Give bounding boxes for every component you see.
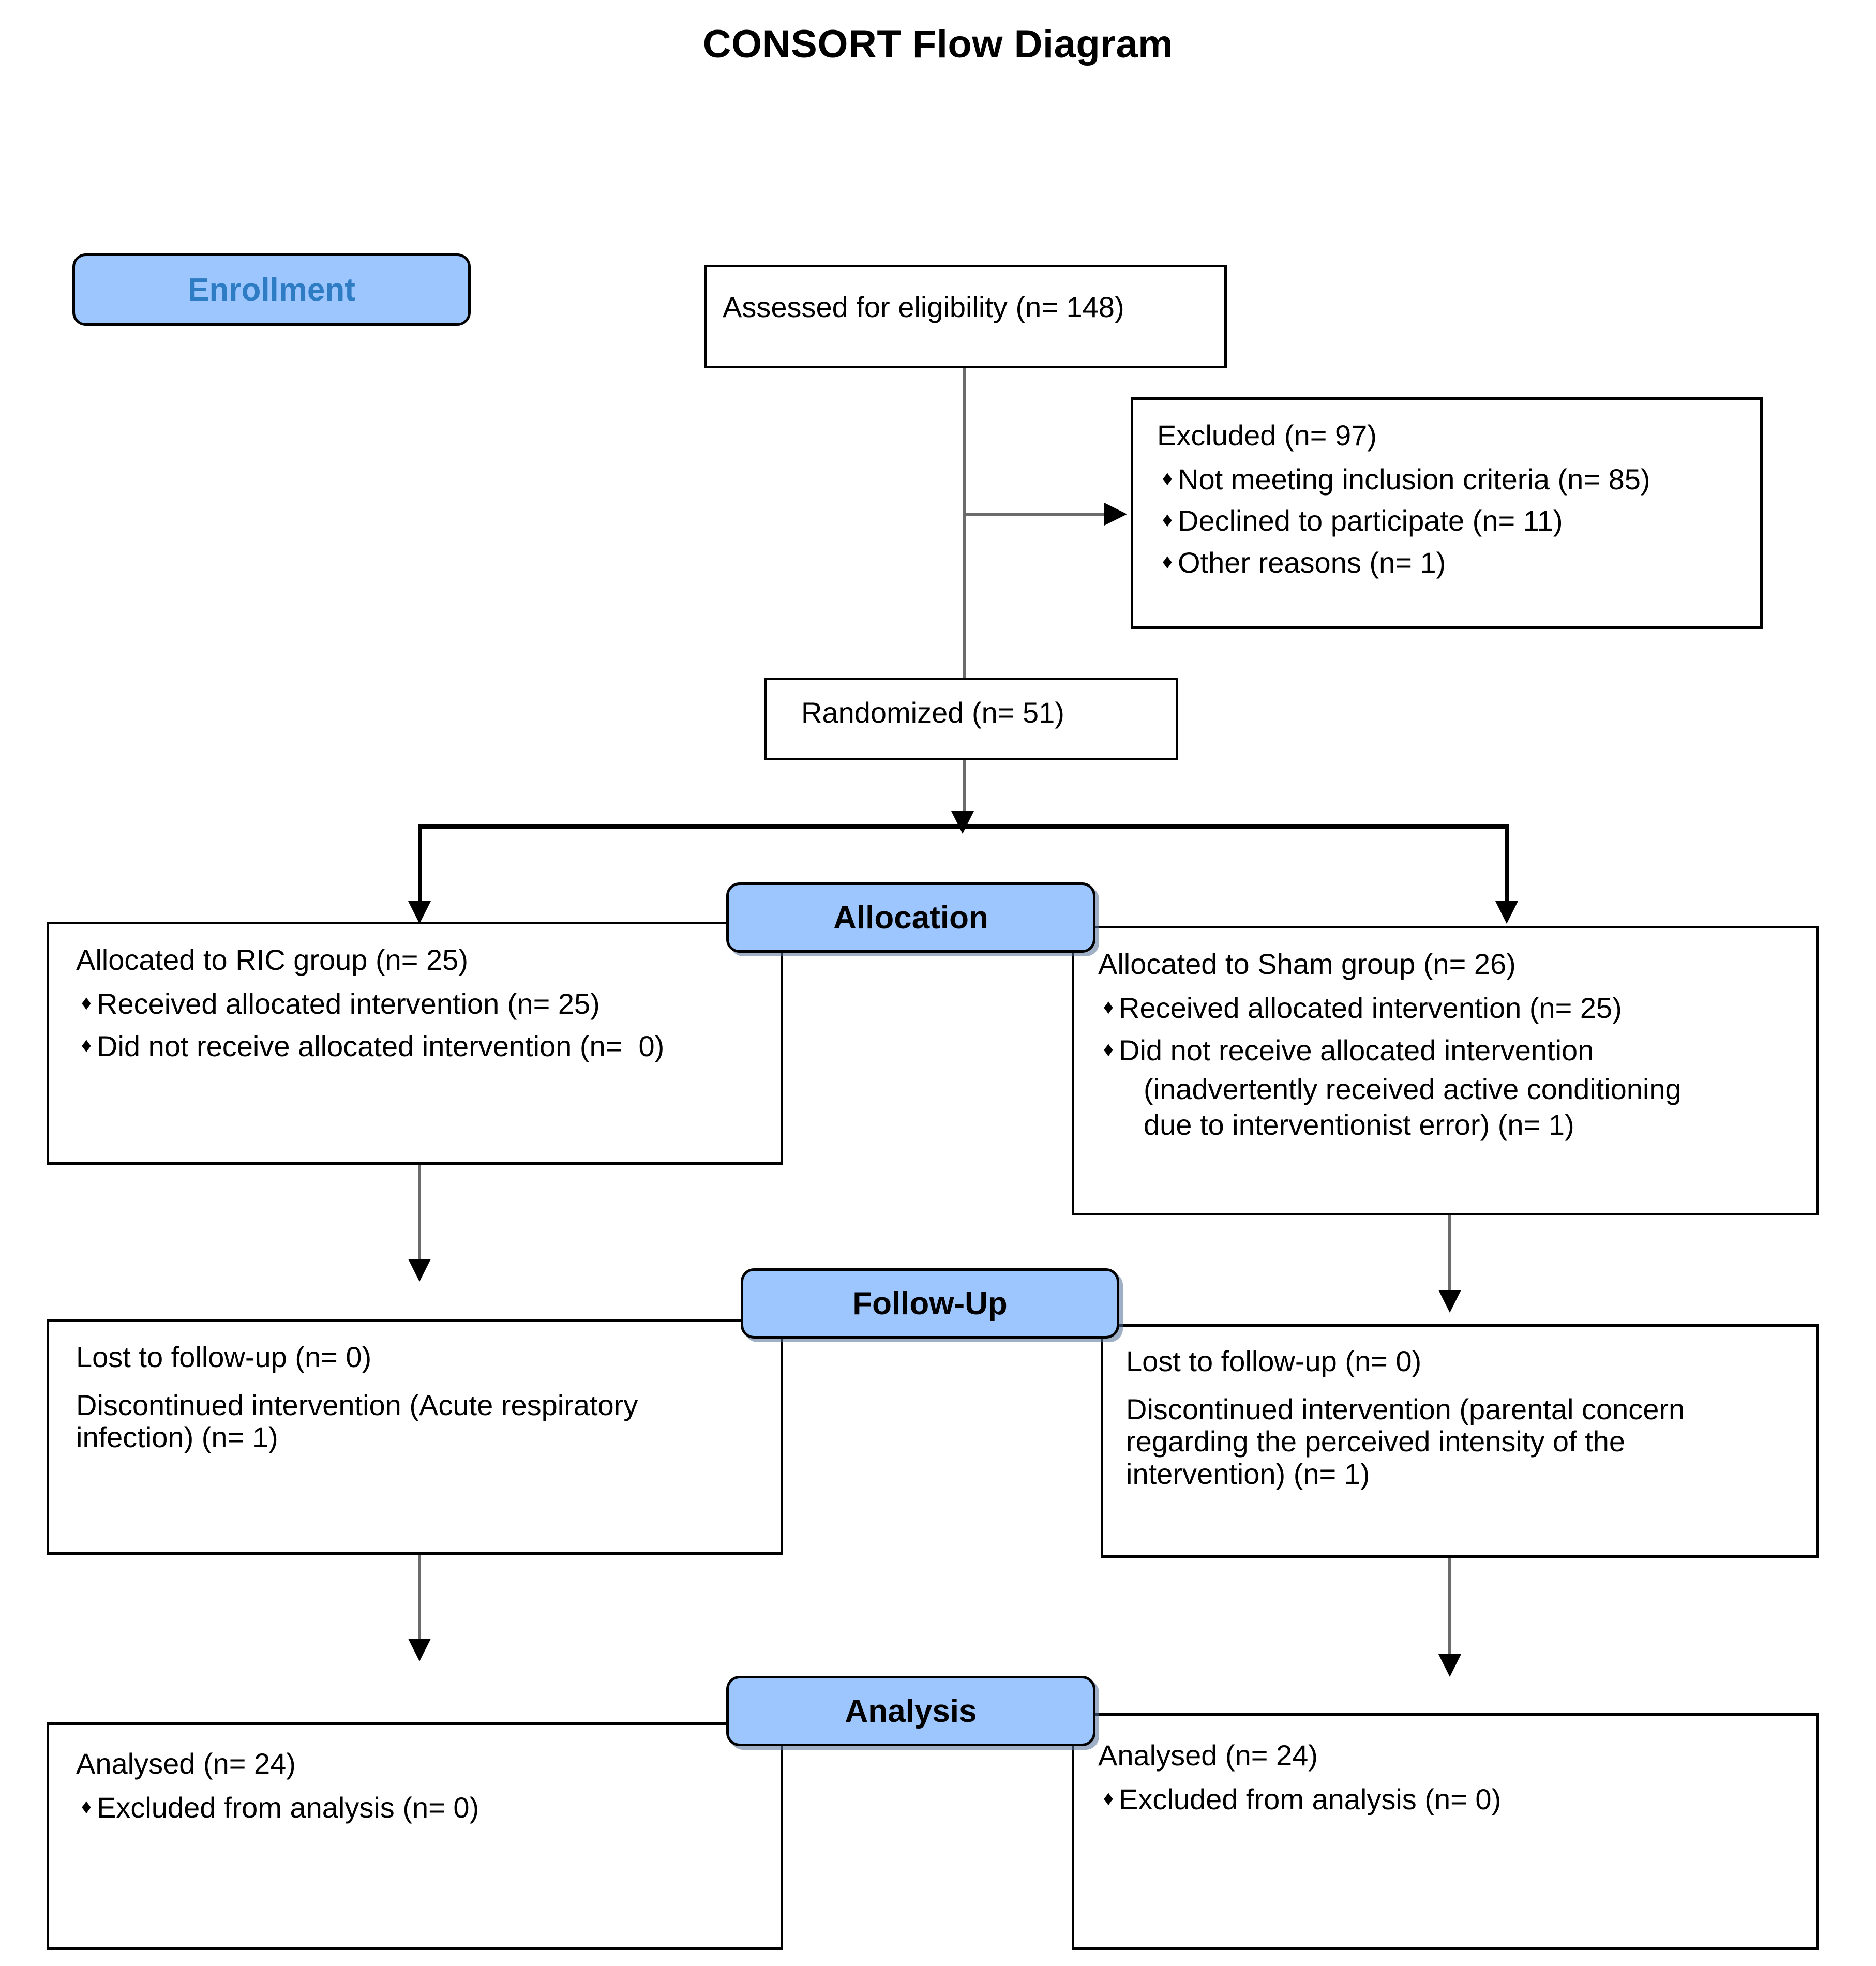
stage-badge-enrollment: Enrollment	[72, 253, 471, 326]
arrowhead-to-analysis-left	[408, 1639, 431, 1661]
excluded-reason-item: ♦ Other reasons (n= 1)	[1157, 546, 1745, 579]
connector-split-left	[418, 824, 422, 918]
arrowhead-to-followup-right	[1438, 1290, 1461, 1313]
allocation-ric-bullet: ♦ Did not receive allocated intervention…	[76, 1030, 765, 1063]
excluded-reason-item: ♦ Not meeting inclusion criteria (n= 85)	[1157, 463, 1745, 496]
connector-followup-right-to-analysis	[1448, 1558, 1451, 1673]
assessed-for-eligibility-box: Assessed for eligibility (n= 148)	[704, 265, 1227, 368]
stage-badge-allocation-label: Allocation	[833, 899, 988, 936]
allocation-sham-continuation-line: due to interventionist error) (n= 1)	[1144, 1108, 1574, 1141]
excluded-reason-item: ♦ Declined to participate (n= 11)	[1157, 505, 1745, 537]
arrowhead-to-analysis-right	[1438, 1654, 1461, 1677]
excluded-reason-text: Other reasons (n= 1)	[1178, 546, 1446, 579]
stage-badge-followup: Follow-Up	[741, 1268, 1119, 1339]
randomized-box: Randomized (n= 51)	[764, 678, 1178, 760]
analysis-ric-bullet-text: Excluded from analysis (n= 0)	[97, 1791, 479, 1824]
followup-box-ric: Lost to follow-up (n= 0) Discontinued in…	[47, 1319, 783, 1555]
allocation-sham-bullet: ♦ Received allocated intervention (n= 25…	[1098, 992, 1800, 1025]
bullet-diamond-icon: ♦	[81, 991, 92, 1014]
followup-ric-discontinued: Discontinued intervention (Acute respira…	[76, 1388, 638, 1454]
bullet-diamond-icon: ♦	[1103, 1038, 1114, 1061]
analysis-sham-bullet: ♦ Excluded from analysis (n= 0)	[1098, 1783, 1800, 1816]
connector-followup-left-to-analysis	[418, 1555, 421, 1655]
allocation-box-ric: Allocated to RIC group (n= 25) ♦ Receive…	[47, 922, 783, 1165]
excluded-heading: Excluded (n= 97)	[1157, 419, 1377, 452]
stage-badge-analysis: Analysis	[726, 1676, 1095, 1746]
stage-badge-followup-label: Follow-Up	[852, 1285, 1008, 1322]
bullet-diamond-icon: ♦	[1103, 995, 1114, 1018]
excluded-box: Excluded (n= 97) ♦ Not meeting inclusion…	[1131, 397, 1763, 629]
analysis-sham-bullet-text: Excluded from analysis (n= 0)	[1119, 1782, 1502, 1815]
analysis-ric-bullet: ♦ Excluded from analysis (n= 0)	[76, 1791, 765, 1824]
assessed-for-eligibility-text: Assessed for eligibility (n= 148)	[723, 291, 1124, 323]
arrowhead-to-excluded	[1104, 503, 1127, 526]
arrowhead-to-allocation-right	[1495, 901, 1518, 924]
bullet-diamond-icon: ♦	[81, 1795, 92, 1818]
stage-badge-allocation: Allocation	[726, 882, 1095, 953]
followup-box-sham: Lost to follow-up (n= 0) Discontinued in…	[1101, 1324, 1819, 1558]
arrowhead-to-allocation-left	[408, 901, 431, 924]
allocation-ric-bullet-text: Received allocated intervention (n= 25)	[97, 987, 600, 1020]
analysis-sham-heading: Analysed (n= 24)	[1098, 1739, 1318, 1772]
followup-ric-lost: Lost to follow-up (n= 0)	[76, 1341, 372, 1373]
randomized-text: Randomized (n= 51)	[801, 696, 1064, 729]
connector-split-right	[1505, 824, 1509, 918]
connector-assessed-to-randomized	[963, 368, 966, 678]
allocation-ric-bullet: ♦ Received allocated intervention (n= 25…	[76, 987, 765, 1020]
allocation-ric-bullet-text: Did not receive allocated intervention (…	[97, 1030, 665, 1063]
allocation-ric-heading: Allocated to RIC group (n= 25)	[76, 943, 468, 976]
allocation-sham-bullet-text: Received allocated intervention (n= 25)	[1119, 991, 1622, 1024]
arrowhead-to-followup-left	[408, 1259, 431, 1282]
connector-assessed-to-excluded	[963, 513, 1124, 516]
allocation-box-sham: Allocated to Sham group (n= 26) ♦ Receiv…	[1072, 926, 1819, 1215]
followup-sham-lost: Lost to follow-up (n= 0)	[1126, 1345, 1422, 1377]
stage-badge-enrollment-label: Enrollment	[188, 272, 355, 308]
bullet-diamond-icon: ♦	[1162, 467, 1173, 490]
analysis-box-sham: Analysed (n= 24) ♦ Excluded from analysi…	[1072, 1713, 1819, 1950]
arrowhead-randomized-down	[951, 811, 974, 834]
connector-alloc-left-to-followup	[418, 1165, 421, 1277]
connector-alloc-right-to-followup	[1448, 1215, 1451, 1308]
bullet-diamond-icon: ♦	[81, 1034, 92, 1057]
stage-badge-analysis-label: Analysis	[845, 1693, 977, 1729]
bullet-diamond-icon: ♦	[1103, 1787, 1114, 1810]
excluded-reason-text: Not meeting inclusion criteria (n= 85)	[1178, 462, 1650, 496]
followup-sham-discontinued: Discontinued intervention (parental conc…	[1126, 1392, 1685, 1491]
allocation-sham-bullet-text: Did not receive allocated intervention	[1119, 1034, 1594, 1067]
excluded-reason-text: Declined to participate (n= 11)	[1178, 504, 1563, 537]
page-title: CONSORT Flow Diagram	[702, 22, 1174, 66]
allocation-sham-heading: Allocated to Sham group (n= 26)	[1098, 948, 1516, 980]
connector-randomized-down	[963, 760, 966, 824]
allocation-sham-bullet: ♦ Did not receive allocated intervention	[1098, 1034, 1800, 1067]
analysis-box-ric: Analysed (n= 24) ♦ Excluded from analysi…	[47, 1722, 783, 1950]
bullet-diamond-icon: ♦	[1162, 550, 1173, 574]
analysis-ric-heading: Analysed (n= 24)	[76, 1747, 296, 1780]
bullet-diamond-icon: ♦	[1162, 508, 1173, 532]
allocation-sham-continuation-line: (inadvertently received active condition…	[1144, 1073, 1682, 1106]
